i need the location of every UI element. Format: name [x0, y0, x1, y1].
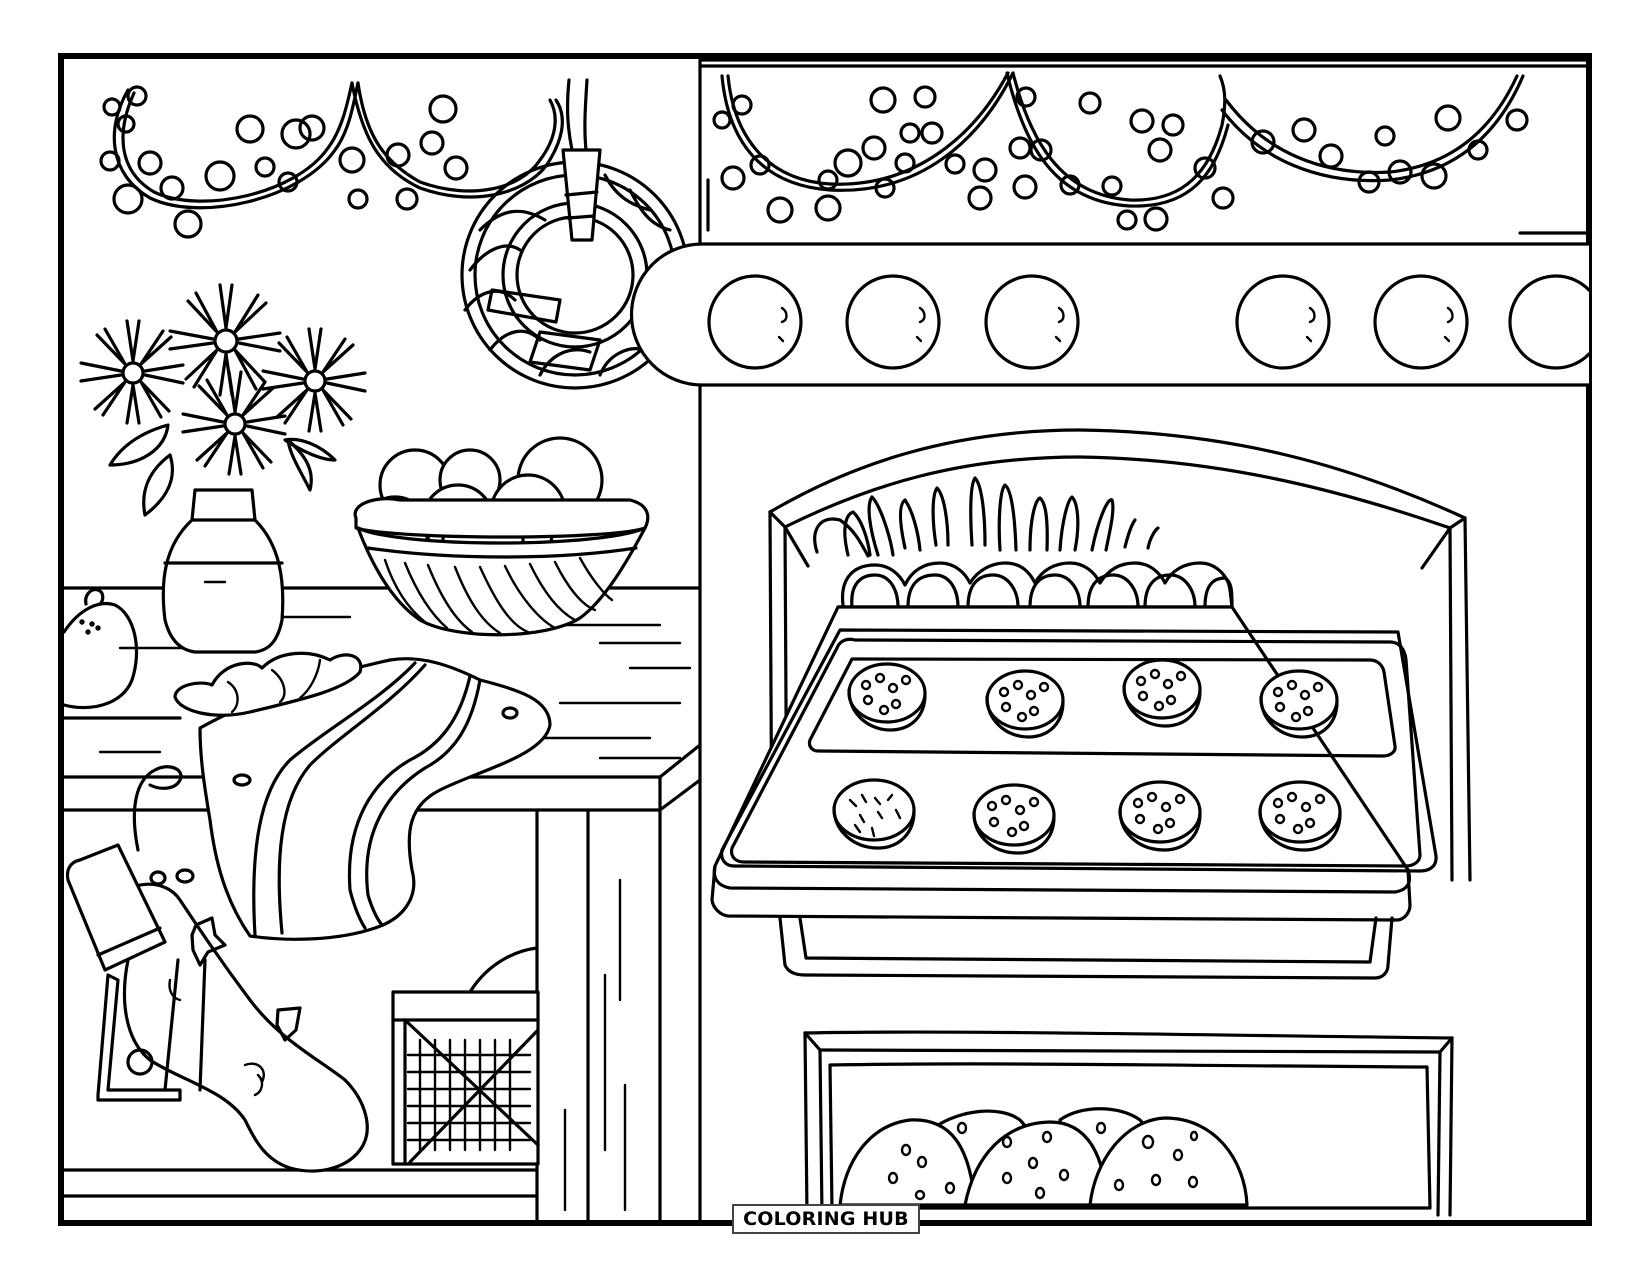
oven-door	[710, 428, 1472, 980]
cookie-icon	[838, 1107, 1249, 1207]
flower-icon	[181, 370, 287, 476]
knob-icon	[1235, 274, 1331, 370]
oven-knob-panel	[629, 242, 1591, 387]
knob-icon	[845, 274, 941, 370]
ornament-icon	[62, 588, 139, 710]
under-counter-box	[96, 958, 207, 1102]
cookie-icon	[1122, 658, 1202, 728]
flower-icon	[261, 327, 367, 433]
knob-icon	[984, 274, 1080, 370]
bowl-icon	[353, 436, 650, 637]
knob-icon	[1508, 274, 1591, 370]
cookie-icon	[1118, 780, 1202, 852]
cookie-icon	[1259, 669, 1339, 739]
knob-icon	[707, 274, 803, 370]
stocking-icon	[65, 765, 369, 1173]
towel-icon	[173, 651, 552, 941]
cookie-icon	[832, 778, 916, 850]
knob-icon	[1373, 274, 1469, 370]
coloring-hub-logo: COLORING HUB	[732, 1204, 920, 1234]
lower-drawer	[803, 1030, 1454, 1217]
garland-icon	[99, 81, 564, 239]
flower-vase	[79, 283, 367, 654]
cookie-icon	[847, 662, 927, 732]
garland-icon	[712, 71, 1529, 232]
flower-icon	[79, 319, 185, 425]
flower-icon	[168, 283, 282, 397]
leaf-icon	[108, 423, 337, 517]
cookie-icon	[972, 783, 1056, 855]
cookie-icon	[985, 669, 1065, 739]
crate-icon	[391, 946, 540, 1166]
wall-divider	[698, 58, 1591, 1222]
cookie-icon	[1258, 780, 1342, 852]
